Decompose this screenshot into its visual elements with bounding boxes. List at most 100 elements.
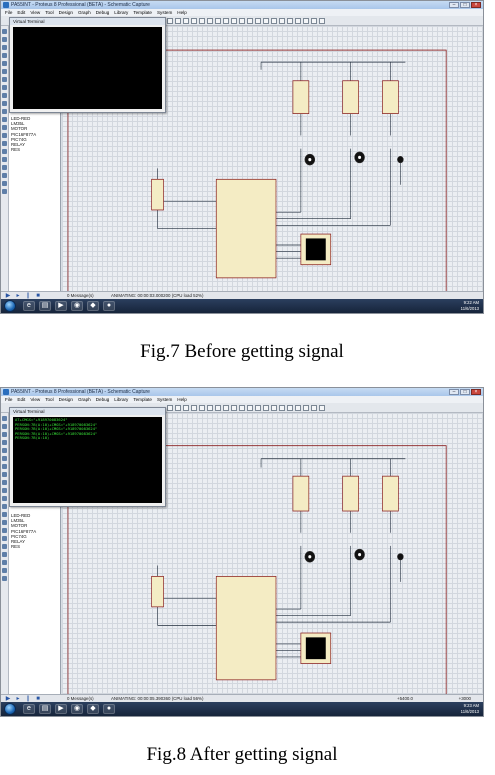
generator-icon[interactable]: [2, 504, 7, 509]
pause-icon[interactable]: ❙: [25, 293, 31, 299]
component-mode-icon[interactable]: [2, 424, 7, 429]
explorer-icon[interactable]: ▤: [39, 301, 51, 311]
terminal-screen[interactable]: [13, 27, 162, 109]
path-icon[interactable]: [2, 560, 7, 565]
path-icon[interactable]: [2, 173, 7, 178]
select-mode-icon[interactable]: [2, 416, 7, 421]
minimize-button[interactable]: –: [449, 2, 459, 8]
line-icon[interactable]: [2, 528, 7, 533]
device-item[interactable]: PIC16F877A: [11, 528, 37, 534]
device-item[interactable]: RELAY: [11, 142, 26, 148]
block-delete-icon[interactable]: [279, 18, 285, 24]
menu-file[interactable]: File: [5, 397, 13, 402]
wire-icon[interactable]: [239, 18, 245, 24]
arc-icon[interactable]: [2, 552, 7, 557]
erc-icon[interactable]: [319, 405, 325, 411]
instrument-icon[interactable]: [2, 133, 7, 138]
menu-edit[interactable]: Edit: [17, 10, 26, 15]
device-item[interactable]: RELAY: [11, 539, 26, 545]
media-icon[interactable]: ▶: [55, 704, 67, 714]
message-count[interactable]: 0 Message(s): [67, 293, 94, 298]
copy-icon[interactable]: [191, 405, 197, 411]
junction-icon[interactable]: [2, 432, 7, 437]
box-icon[interactable]: [2, 536, 7, 541]
menu-graph[interactable]: Graph: [77, 10, 91, 15]
app-icon-2[interactable]: ●: [103, 301, 115, 311]
device-item[interactable]: PIC74G: [11, 533, 27, 539]
chrome-icon[interactable]: ◉: [71, 704, 83, 714]
label-icon[interactable]: [2, 440, 7, 445]
menu-library[interactable]: Library: [114, 10, 129, 15]
menu-view[interactable]: View: [30, 10, 41, 15]
zoom-fit-icon[interactable]: [223, 405, 229, 411]
menu-edit[interactable]: Edit: [17, 397, 26, 402]
block-rotate-icon[interactable]: [271, 18, 277, 24]
system-tray[interactable]: 9:22 AM 11/6/2013: [461, 300, 479, 311]
message-count[interactable]: 0 Message(s): [67, 696, 94, 701]
close-button[interactable]: ×: [471, 2, 481, 8]
grid-icon[interactable]: [231, 405, 237, 411]
menu-help[interactable]: Help: [177, 10, 187, 15]
terminal-screen[interactable]: AT+CMGS="+918970083624" PERSON:7B(A:10)+…: [13, 417, 162, 503]
media-icon[interactable]: ▶: [55, 301, 67, 311]
circle-icon[interactable]: [2, 544, 7, 549]
probe-icon[interactable]: [2, 125, 7, 130]
device-item[interactable]: RES: [11, 544, 21, 550]
device-item[interactable]: LM35L: [11, 121, 25, 127]
block-copy-icon[interactable]: [255, 405, 261, 411]
cut-icon[interactable]: [183, 405, 189, 411]
make-device-icon[interactable]: [295, 405, 301, 411]
start-button[interactable]: [4, 703, 16, 715]
erc-icon[interactable]: [319, 18, 325, 24]
terminal-icon[interactable]: [2, 472, 7, 477]
menu-file[interactable]: File: [5, 10, 13, 15]
subcircuit-icon[interactable]: [2, 77, 7, 82]
menu-template[interactable]: Template: [133, 397, 152, 402]
block-move-icon[interactable]: [263, 18, 269, 24]
menu-tool[interactable]: Tool: [45, 10, 54, 15]
pause-icon[interactable]: ❙: [25, 696, 31, 702]
block-rotate-icon[interactable]: [271, 405, 277, 411]
play-icon[interactable]: ▶: [5, 696, 11, 702]
block-delete-icon[interactable]: [279, 405, 285, 411]
stop-icon[interactable]: ■: [36, 293, 40, 299]
undo-icon[interactable]: [167, 405, 173, 411]
paste-icon[interactable]: [199, 18, 205, 24]
select-mode-icon[interactable]: [2, 29, 7, 34]
cut-icon[interactable]: [183, 18, 189, 24]
arc-icon[interactable]: [2, 165, 7, 170]
circle-icon[interactable]: [2, 157, 7, 162]
menu-template[interactable]: Template: [133, 10, 152, 15]
proteus-icon[interactable]: ◆: [87, 301, 99, 311]
play-icon[interactable]: ▶: [5, 293, 11, 299]
maximize-button[interactable]: □: [460, 389, 470, 395]
netlist-icon[interactable]: [303, 405, 309, 411]
component-mode-icon[interactable]: [2, 37, 7, 42]
grid-icon[interactable]: [231, 18, 237, 24]
menu-debug[interactable]: Debug: [95, 10, 110, 15]
ie-icon[interactable]: e: [23, 704, 35, 714]
marker-icon[interactable]: [2, 189, 7, 194]
redo-icon[interactable]: [175, 18, 181, 24]
bom-icon[interactable]: [311, 405, 317, 411]
terminal-icon[interactable]: [2, 85, 7, 90]
line-icon[interactable]: [2, 141, 7, 146]
tape-icon[interactable]: [2, 496, 7, 501]
label-icon[interactable]: [2, 53, 7, 58]
menu-tool[interactable]: Tool: [45, 397, 54, 402]
make-device-icon[interactable]: [295, 18, 301, 24]
symbol-icon[interactable]: [2, 568, 7, 573]
pin-icon[interactable]: [2, 480, 7, 485]
block-copy-icon[interactable]: [255, 18, 261, 24]
menu-view[interactable]: View: [30, 397, 41, 402]
virtual-terminal-window[interactable]: Virtual Terminal AT+CMGS="+918970083624"…: [9, 407, 166, 507]
step-icon[interactable]: ▸: [16, 696, 20, 702]
paste-icon[interactable]: [199, 405, 205, 411]
pin-icon[interactable]: [2, 93, 7, 98]
menu-help[interactable]: Help: [177, 397, 187, 402]
marker-icon[interactable]: [2, 576, 7, 581]
text-icon[interactable]: [2, 448, 7, 453]
device-item[interactable]: PIC74G: [11, 136, 27, 142]
zoom-out-icon[interactable]: [215, 18, 221, 24]
menu-system[interactable]: System: [156, 397, 173, 402]
